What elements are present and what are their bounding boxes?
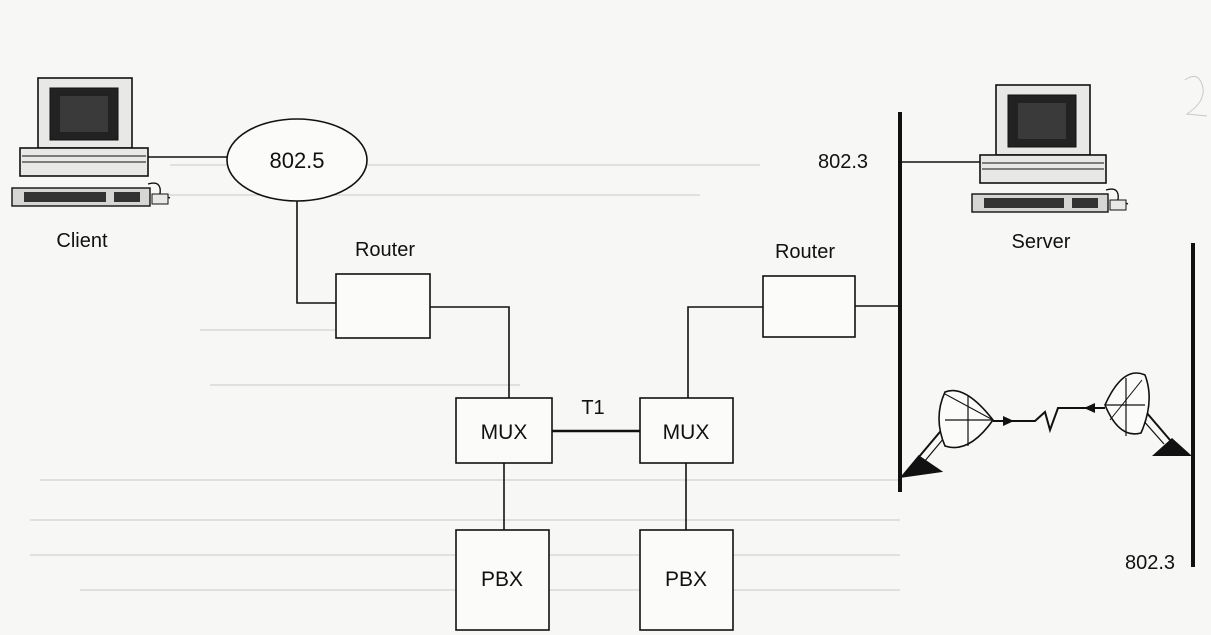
router-left-label: Router [355,239,415,261]
router-right-label: Router [775,241,835,263]
client-computer-icon [12,78,170,206]
mux-right-label: MUX [663,421,710,444]
token-ring-label: 802.5 [269,148,324,173]
server-label: Server [1012,231,1071,253]
router-left-box [336,274,430,338]
t1-label: T1 [581,397,604,419]
mux-to-router-link [688,307,763,398]
router-right-box [763,276,855,337]
satellite-dish-left-icon [897,391,993,478]
client-label: Client [56,230,108,252]
connections [148,157,982,530]
wireless-link [993,403,1105,430]
satellite-dish-right-icon [1105,373,1192,456]
mux-left-label: MUX [481,421,528,444]
ring-to-router-link [297,200,336,303]
pbx-right-label: PBX [665,568,707,591]
lan-label-bottom: 802.3 [1125,552,1175,574]
server-computer-icon [972,85,1128,212]
router-to-mux-link [430,307,509,398]
pbx-left-label: PBX [481,568,523,591]
lan-label-top: 802.3 [818,151,868,173]
